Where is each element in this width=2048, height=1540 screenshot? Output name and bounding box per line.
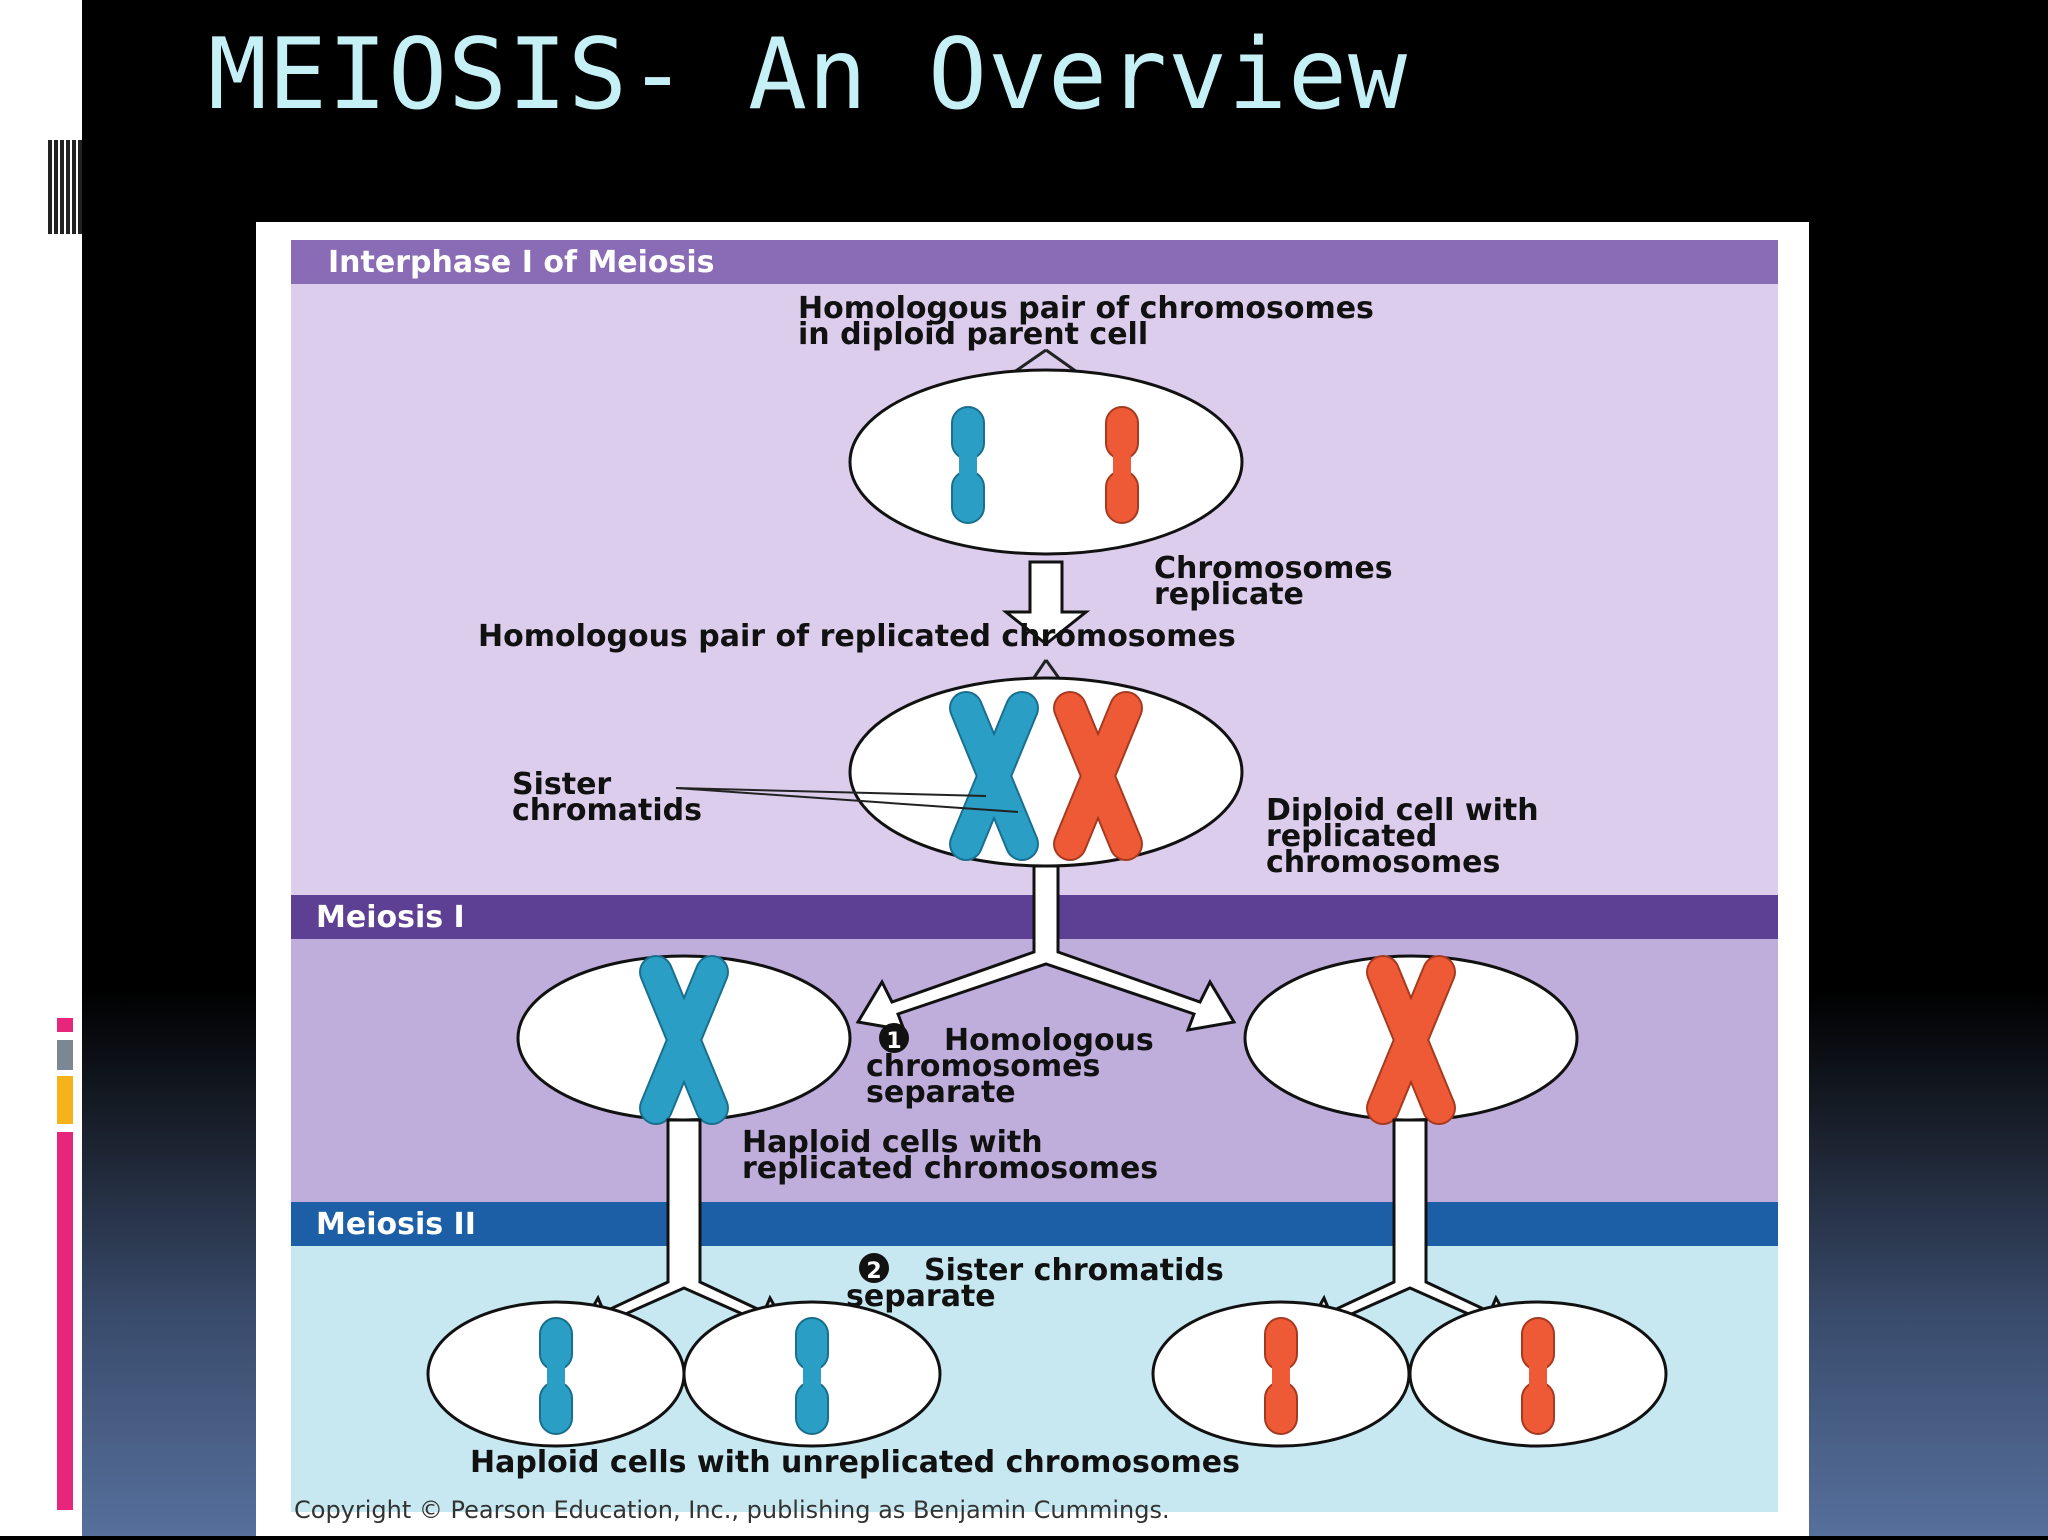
diploid-replicated-label-line1: Diploid cell with bbox=[1266, 793, 1539, 828]
diploid-parent-cell bbox=[848, 368, 1244, 556]
sister-chromatids-label-line2: chromatids bbox=[512, 793, 702, 828]
sister-chromatids-label-line1: Sister bbox=[512, 767, 611, 802]
step2-label-line2: separate bbox=[846, 1279, 996, 1314]
meiosis2-header-text: Meiosis II bbox=[316, 1207, 476, 1242]
accent-bar-gray bbox=[57, 1040, 73, 1070]
decor-stripe bbox=[78, 140, 82, 234]
replicated-diploid-cell bbox=[848, 676, 1244, 868]
accent-bar-pink-small bbox=[57, 1018, 73, 1032]
slide-title: MEIOSIS- An Overview bbox=[208, 18, 1409, 132]
accent-bar-pink-tall bbox=[57, 1132, 73, 1510]
decor-stripe bbox=[60, 140, 64, 234]
left-white-strip bbox=[0, 0, 82, 1536]
haploid-replicated-label-line1: Haploid cells with bbox=[742, 1125, 1043, 1160]
down-arrow-icon bbox=[1001, 560, 1091, 646]
step2-label-line1: Sister chromatids bbox=[924, 1253, 1224, 1288]
step1-label-line1: Homologous bbox=[944, 1023, 1154, 1058]
split-arrow-icon-right bbox=[1303, 1118, 1517, 1334]
haploid-unreplicated-label: Haploid cells with unreplicated chromoso… bbox=[470, 1445, 1240, 1480]
split-arrow-icon bbox=[855, 864, 1237, 1032]
step1-label-line2: chromosomes bbox=[866, 1049, 1100, 1084]
homologous-pair-label-line2: in diploid parent cell bbox=[798, 317, 1148, 352]
diploid-replicated-label-line3: chromosomes bbox=[1266, 845, 1500, 880]
pointer-line bbox=[675, 787, 1019, 813]
step1-number: 1 bbox=[886, 1029, 901, 1054]
replicate-label-line2: replicate bbox=[1154, 577, 1304, 612]
interphase-header-text: Interphase I of Meiosis bbox=[328, 245, 715, 280]
replicate-label-line1: Chromosomes bbox=[1154, 551, 1393, 586]
diploid-replicated-label-line2: replicated bbox=[1266, 819, 1437, 854]
meiosis-diagram-svg: Interphase I of Meiosis Meiosis I Meiosi… bbox=[291, 240, 1778, 1524]
haploid-replicated-label-line2: replicated chromosomes bbox=[742, 1151, 1158, 1186]
pointer-line bbox=[675, 787, 987, 797]
meiosis2-header bbox=[291, 1202, 1778, 1246]
homologous-pair-label-line1: Homologous pair of chromosomes bbox=[798, 291, 1374, 326]
decor-stripe bbox=[72, 140, 76, 234]
step2-number: 2 bbox=[866, 1259, 881, 1284]
step1-label-line3: separate bbox=[866, 1075, 1016, 1110]
homologous-replicated-label: Homologous pair of replicated chromosome… bbox=[478, 619, 1236, 654]
copyright-text: Copyright © Pearson Education, Inc., pub… bbox=[294, 1496, 1170, 1524]
interphase-header bbox=[291, 240, 1778, 284]
step2-number-badge bbox=[859, 1253, 889, 1283]
decor-stripe bbox=[66, 140, 70, 234]
meiosis1-header-text: Meiosis I bbox=[316, 900, 465, 935]
step1-number-badge bbox=[879, 1023, 909, 1053]
decorative-strip-graphic bbox=[48, 140, 82, 1510]
decor-stripe bbox=[48, 140, 52, 234]
accent-bar-yellow bbox=[57, 1076, 73, 1124]
meiosis-diagram: Interphase I of Meiosis Meiosis I Meiosi… bbox=[256, 222, 1809, 1536]
decor-stripe bbox=[54, 140, 58, 234]
